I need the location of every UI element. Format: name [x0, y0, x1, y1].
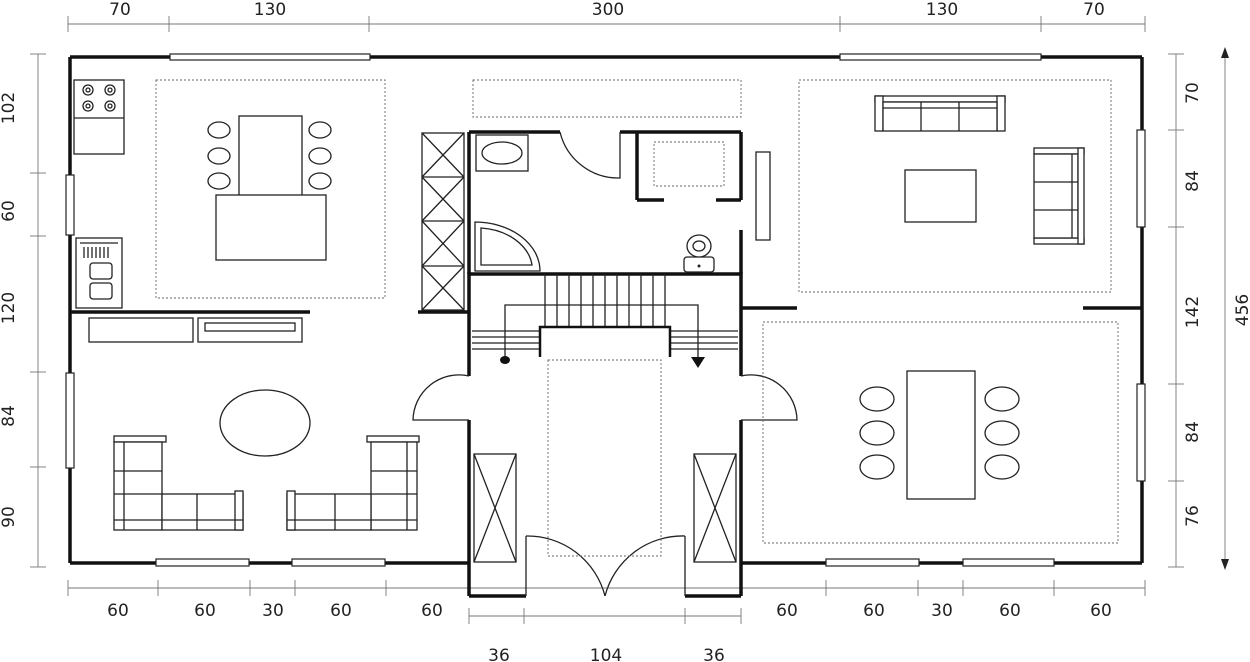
dim-left-1: 102	[0, 92, 19, 124]
dim-bottom-2: 60	[194, 601, 216, 621]
left-living-area	[113, 389, 420, 531]
window	[1136, 129, 1146, 228]
wc-room-rug	[653, 141, 725, 187]
toilet-icon	[683, 234, 715, 273]
dining-rug-right	[762, 321, 1119, 544]
dining-table-right	[906, 370, 976, 500]
dim-top-2: 130	[254, 0, 286, 20]
counter	[88, 317, 194, 343]
dim-right-4: 84	[1183, 421, 1203, 443]
window	[291, 558, 386, 567]
kitchen-area	[73, 79, 465, 343]
right-hall-door	[740, 374, 798, 421]
dim-right-1: 70	[1183, 82, 1203, 104]
dim-right-3: 142	[1183, 296, 1203, 328]
window	[1136, 383, 1146, 482]
dim-left-2: 60	[0, 200, 19, 222]
right-upper-living	[755, 79, 1112, 293]
window	[65, 174, 75, 236]
dim-left-5: 90	[0, 506, 19, 528]
dim-bottom-8: 30	[931, 601, 953, 621]
sofa-side	[1033, 147, 1085, 245]
staircase	[472, 274, 738, 368]
doors	[412, 131, 798, 597]
sofa-top	[874, 95, 1006, 132]
dim-total-height: 456	[1233, 294, 1250, 326]
entrance-door-right	[604, 535, 686, 597]
storage-shelves	[421, 132, 465, 311]
stair-direction-line	[504, 304, 699, 358]
dim-bottom-7: 60	[863, 601, 885, 621]
dim-bottom-3: 30	[262, 601, 284, 621]
dim-entrance-3: 36	[703, 646, 725, 662]
coffee-table-right	[904, 169, 977, 223]
entry-rug	[472, 79, 742, 118]
dim-top-1: 70	[109, 0, 131, 20]
bathroom-door	[559, 131, 621, 179]
sofa-right	[286, 435, 420, 531]
entry-hall	[473, 359, 737, 563]
dim-bottom-10: 60	[1090, 601, 1112, 621]
window	[155, 558, 250, 567]
sofa-left	[113, 435, 244, 531]
dim-right-5: 76	[1183, 505, 1203, 527]
dim-right-2: 84	[1183, 170, 1203, 192]
dim-bottom-5: 60	[421, 601, 443, 621]
wardrobe-left	[473, 453, 517, 563]
left-hall-door	[412, 374, 470, 421]
dim-entrance-2: 104	[590, 646, 622, 662]
kitchen-island	[215, 194, 327, 261]
dining-chairs-right	[859, 386, 1020, 480]
bathtub	[474, 221, 541, 272]
dim-bottom-4: 60	[330, 601, 352, 621]
right-lower-dining	[762, 321, 1119, 544]
window	[65, 372, 75, 469]
dining-chairs	[207, 121, 332, 190]
stair-arrow-icon	[691, 357, 705, 368]
stair-start-dot	[500, 356, 510, 364]
coffee-table	[219, 389, 311, 457]
bathroom	[472, 79, 742, 273]
entrance-door-left	[525, 535, 606, 597]
window	[169, 53, 371, 61]
tv-console	[755, 151, 771, 241]
dim-entrance-1: 36	[488, 646, 510, 662]
dining-table	[238, 115, 303, 199]
interior-walls	[70, 130, 1142, 314]
living-rug	[798, 79, 1112, 293]
windows	[65, 53, 1146, 567]
hall-rug	[547, 359, 662, 557]
dim-bottom-6: 60	[776, 601, 798, 621]
dim-top-3: 300	[592, 0, 624, 20]
dim-bottom-9: 60	[999, 601, 1021, 621]
stove	[73, 79, 125, 155]
burner-icon	[82, 84, 116, 112]
window	[825, 558, 920, 567]
dim-left-4: 84	[0, 405, 19, 427]
wardrobe-right	[693, 453, 737, 563]
window	[839, 53, 1042, 61]
dim-bottom-1: 60	[107, 601, 129, 621]
dim-left-3: 120	[0, 292, 19, 324]
dim-top-4: 130	[926, 0, 958, 20]
dim-top-5: 70	[1083, 0, 1105, 20]
dining-rug	[155, 79, 386, 299]
dimension-lines	[30, 16, 1229, 624]
window	[962, 558, 1055, 567]
